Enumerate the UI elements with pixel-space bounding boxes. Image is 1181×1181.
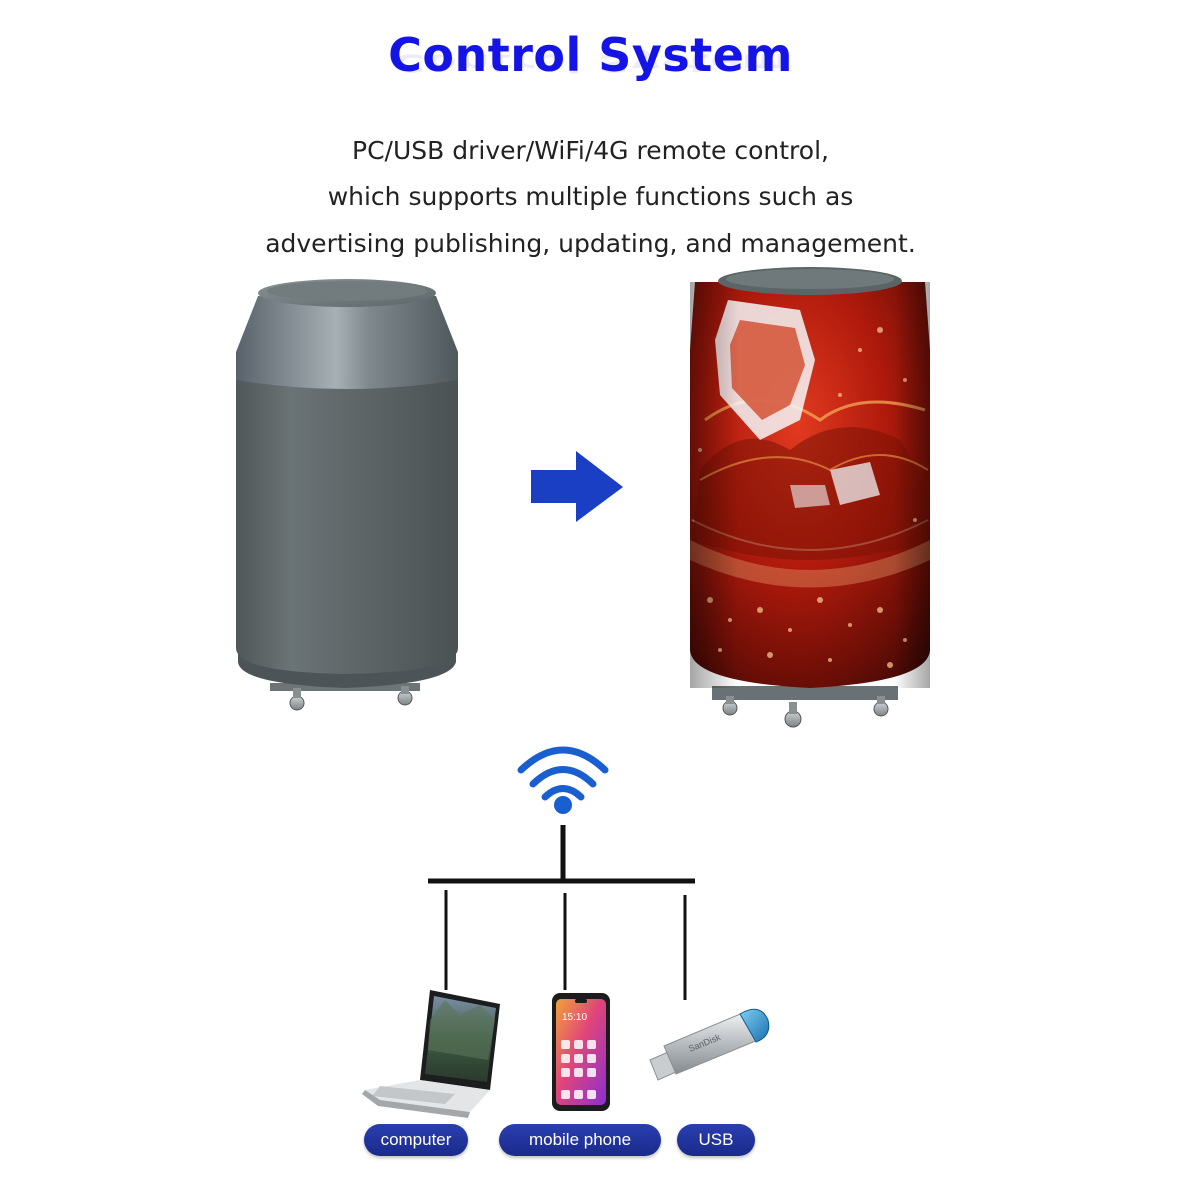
phone-icon: 15:10 xyxy=(552,993,610,1111)
label-computer: computer xyxy=(364,1124,468,1156)
description-line-2: which supports multiple functions such a… xyxy=(327,182,854,211)
label-mobile-phone: mobile phone xyxy=(499,1124,661,1156)
wifi-icon xyxy=(517,746,609,814)
can-display-with-advertisement xyxy=(690,267,930,728)
laptop-icon xyxy=(362,990,500,1118)
phone-clock: 15:10 xyxy=(562,1012,587,1023)
label-usb: USB xyxy=(677,1124,755,1156)
right-arrow-icon xyxy=(531,451,623,522)
blank-can-display xyxy=(236,279,458,711)
description-line-1: PC/USB driver/WiFi/4G remote control, xyxy=(352,136,829,165)
caster-wheels xyxy=(712,686,898,728)
network-tree xyxy=(428,825,695,1000)
usb-drive-icon: SanDisk xyxy=(649,1008,770,1081)
description-line-3: advertising publishing, updating, and ma… xyxy=(265,229,916,258)
page-title: Control System xyxy=(388,28,793,82)
